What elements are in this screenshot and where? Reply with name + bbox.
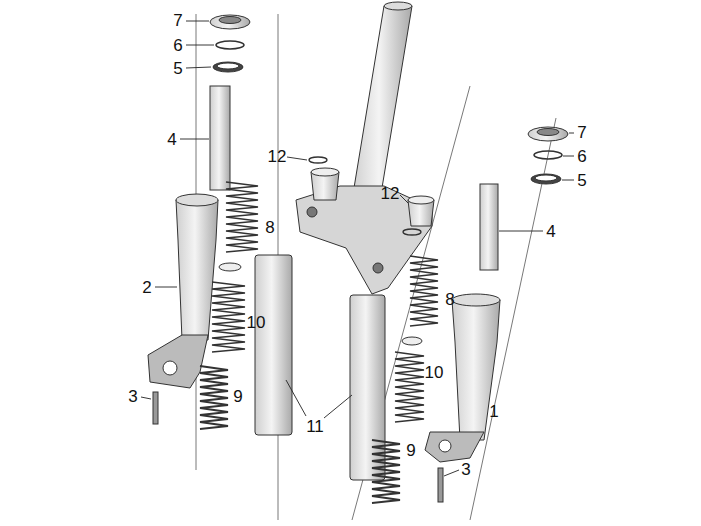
callout-number: 8	[265, 219, 274, 236]
callout-number: 7	[577, 124, 586, 141]
callout-number: 11	[306, 418, 324, 435]
spring	[212, 282, 245, 352]
callout-number: 6	[577, 148, 586, 165]
callout-number: 12	[381, 185, 400, 202]
spring	[226, 182, 258, 252]
rod	[210, 86, 230, 190]
callout-number: 9	[406, 442, 415, 459]
fork-tube	[350, 295, 385, 480]
spring	[200, 366, 228, 429]
callout-number: 1	[489, 403, 498, 420]
callout-number: 4	[546, 223, 555, 240]
callout-number: 9	[233, 388, 242, 405]
spring	[372, 440, 400, 503]
steering-stem	[352, 6, 412, 200]
leader-lines	[141, 21, 574, 476]
callout-number: 2	[142, 279, 151, 296]
rod	[480, 184, 498, 270]
callout-number: 10	[425, 364, 444, 381]
spring	[395, 352, 424, 422]
callout-number: 6	[173, 37, 182, 54]
callout-number: 10	[247, 314, 266, 331]
callout-number: 4	[167, 131, 176, 148]
callout-number: 7	[173, 12, 182, 29]
fork-slider	[452, 300, 500, 440]
callout-number: 12	[268, 148, 287, 165]
callout-number: 8	[445, 291, 454, 308]
fork-slider	[176, 200, 218, 340]
callout-number: 3	[461, 461, 470, 478]
callout-number: 3	[128, 388, 137, 405]
callout-number: 5	[173, 60, 182, 77]
spring	[410, 256, 438, 326]
cap	[210, 15, 250, 29]
fork-tube	[255, 255, 292, 435]
callout-number: 5	[577, 172, 586, 189]
